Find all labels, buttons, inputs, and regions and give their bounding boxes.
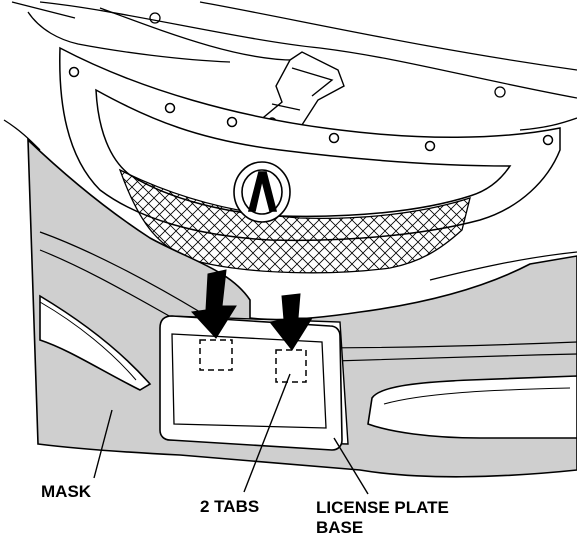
label-license-plate: LICENSE PLATE [316,498,449,517]
tab-right [275,349,307,383]
leader-mask [93,409,113,479]
tab-outlines [199,339,307,383]
arrow-left [190,269,237,339]
acura-emblem [233,161,291,223]
arrow-right [269,293,313,351]
leader-plate [333,437,369,495]
leader-lines [93,373,369,495]
hood [3,1,577,151]
push-arrows [190,269,313,351]
label-base: BASE [316,518,363,537]
label-tabs: 2 TABS [200,497,259,516]
license-plate-base [159,315,343,451]
label-mask: MASK [41,482,92,501]
tab-left [199,339,233,371]
grille-frame [59,46,561,242]
leader-tabs [243,373,291,493]
